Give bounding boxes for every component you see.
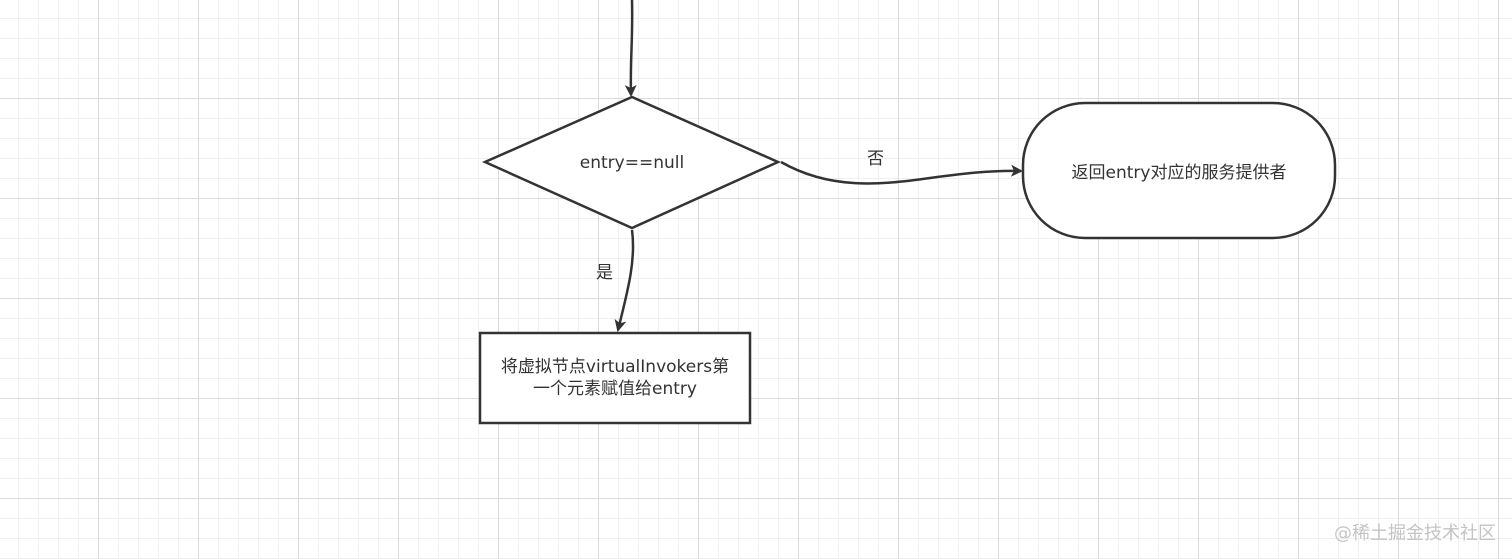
assign-first-node[interactable]: [478, 331, 752, 425]
assign-first-label: 将虚拟节点virtualInvokers第 一个元素赋值给entry: [482, 352, 748, 404]
edge-no: [780, 160, 1023, 185]
decision-label: entry==null: [579, 153, 685, 173]
watermark-text: @稀土掘金技术社区: [1334, 523, 1496, 544]
decision-diamond[interactable]: [481, 95, 782, 230]
assign-first-label-line1: 将虚拟节点virtualInvokers第: [500, 357, 730, 377]
edge-yes-label: 是: [596, 263, 613, 283]
return-provider-label: 返回entry对应的服务提供者: [1071, 163, 1287, 183]
edge-no-label: 否: [867, 149, 884, 169]
return-provider-node[interactable]: [1021, 101, 1337, 240]
incoming-edge: [624, 0, 637, 97]
edge-yes: [614, 229, 635, 332]
assign-first-label-line2: 一个元素赋值给entry: [533, 379, 697, 399]
